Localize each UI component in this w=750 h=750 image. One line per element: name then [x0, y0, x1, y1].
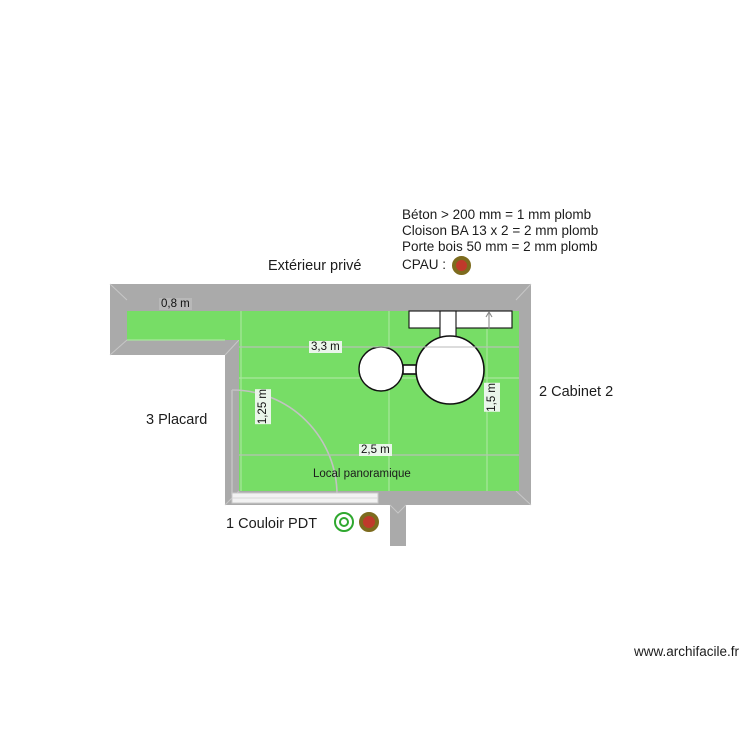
cpau-marker-icon: [452, 255, 472, 275]
scanner-fixture: [358, 335, 485, 405]
dimension-top-inner: 3,3 m: [309, 341, 342, 353]
label-website: www.archifacile.fr: [634, 644, 740, 659]
window-sill: [231, 492, 379, 504]
legend-line-beton: Béton > 200 mm = 1 mm plomb: [402, 207, 592, 222]
floor-area-junction: [225, 311, 241, 340]
label-exterieur-prive: Extérieur privé: [268, 258, 362, 274]
dimension-left-vertical: 1,25 m: [255, 389, 271, 425]
label-room-couloir-pdt: 1 Couloir PDT: [226, 516, 318, 532]
door-swing-arc: [231, 389, 338, 496]
label-room-placard: 3 Placard: [146, 412, 208, 428]
scanner-large-circle: [415, 335, 485, 405]
green-ring-icon: [334, 512, 354, 532]
equipment-counter: [408, 310, 513, 339]
label-local-panoramique: Local panoramique: [313, 468, 411, 480]
dimension-bottom-inner: 2,5 m: [359, 444, 392, 456]
dimension-top-left: 0,8 m: [159, 298, 192, 310]
legend-line-porte: Porte bois 50 mm = 2 mm plomb: [402, 239, 598, 255]
scanner-small-circle: [358, 346, 404, 392]
legend-block: Béton > 200 mm = 1 mm plomb Cloison BA 1…: [402, 207, 598, 275]
legend-cpau-row: CPAU :: [402, 255, 598, 275]
label-room-cabinet-2: 2 Cabinet 2: [539, 384, 614, 400]
legend-cpau-label: CPAU :: [402, 257, 447, 272]
corridor-wall-stub: [389, 504, 407, 546]
dimension-right-vertical: 1,5 m: [484, 383, 500, 412]
couloir-markers-group: [334, 512, 379, 532]
legend-line-cloison: Cloison BA 13 x 2 = 2 mm plomb: [402, 223, 599, 239]
red-dot-icon: [359, 512, 379, 532]
floor-area-left-wing: [127, 311, 225, 340]
